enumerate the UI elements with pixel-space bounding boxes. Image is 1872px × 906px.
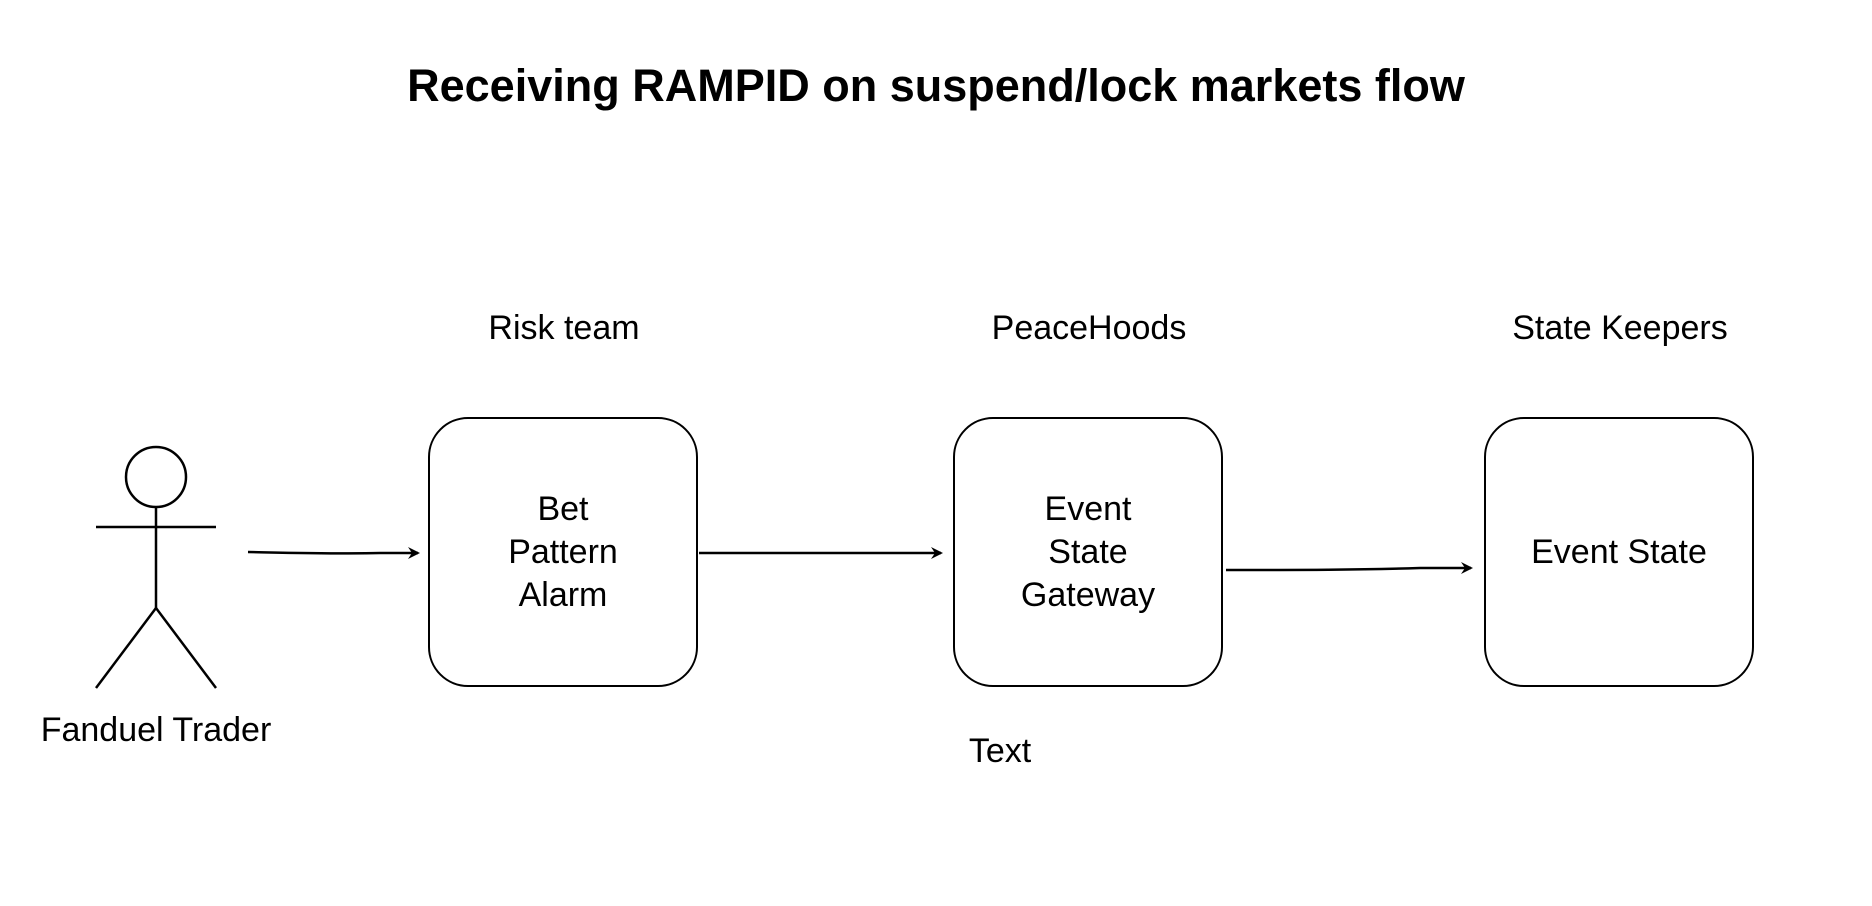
actor-label: Fanduel Trader (40, 711, 272, 749)
lane-label-risk-team: Risk team (488, 309, 640, 347)
node-label: Bet Pattern Alarm (508, 489, 618, 614)
edge-gateway-to-event-state (1225, 562, 1473, 574)
node-label: Event State Gateway (1020, 489, 1156, 614)
stick-figure-icon (95, 445, 217, 689)
edge-trader-to-alarm (247, 547, 420, 559)
lane-label-peacehoods: PeaceHoods (991, 309, 1187, 347)
node-event-state-gateway[interactable]: Event State Gateway (953, 417, 1223, 687)
node-label: Event State (1531, 532, 1707, 571)
free-text-label[interactable]: Text (968, 732, 1032, 770)
lane-label-state-keepers: State Keepers (1512, 309, 1728, 347)
node-event-state[interactable]: Event State (1484, 417, 1754, 687)
node-bet-pattern-alarm[interactable]: Bet Pattern Alarm (428, 417, 698, 687)
diagram-title: Receiving RAMPID on suspend/lock markets… (407, 60, 1465, 111)
